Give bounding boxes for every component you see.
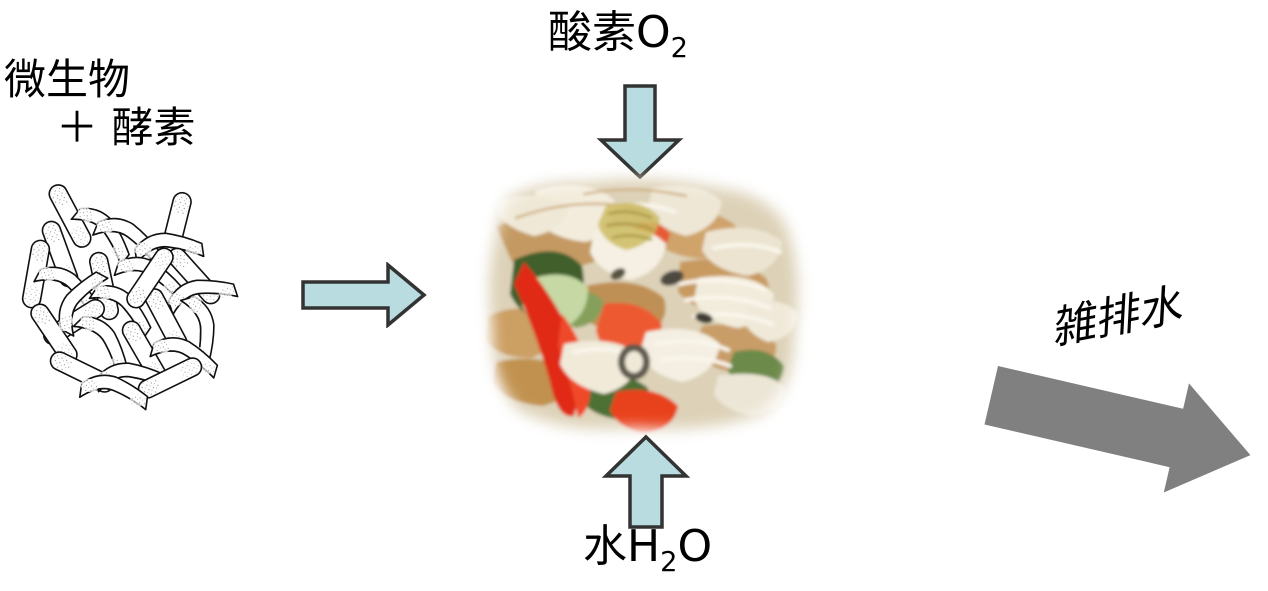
wastewater-arrow xyxy=(984,366,1251,493)
oxygen-label-text: 酸素O xyxy=(548,7,671,58)
water-label-text: 水H xyxy=(583,521,661,572)
water-subscript: 2 xyxy=(660,546,678,578)
food-waste-photo xyxy=(466,166,818,446)
microbes-label: 微生物 ＋ 酵素 xyxy=(4,55,196,153)
bacteria-rods xyxy=(20,182,239,411)
water-up-arrow xyxy=(601,434,691,529)
microbes-right-arrow xyxy=(301,262,427,328)
microbes-label-line2: ＋ 酵素 xyxy=(56,103,196,153)
water-label-tail: O xyxy=(677,521,713,572)
oxygen-subscript: 2 xyxy=(670,32,688,64)
oxygen-label: 酸素O2 xyxy=(548,7,688,62)
water-label: 水H2O xyxy=(583,521,713,576)
bacteria-cluster-illustration xyxy=(20,182,239,411)
oxygen-down-arrow xyxy=(596,84,684,180)
microbes-label-line1: 微生物 xyxy=(4,55,131,104)
food-waste-contents xyxy=(466,166,818,446)
